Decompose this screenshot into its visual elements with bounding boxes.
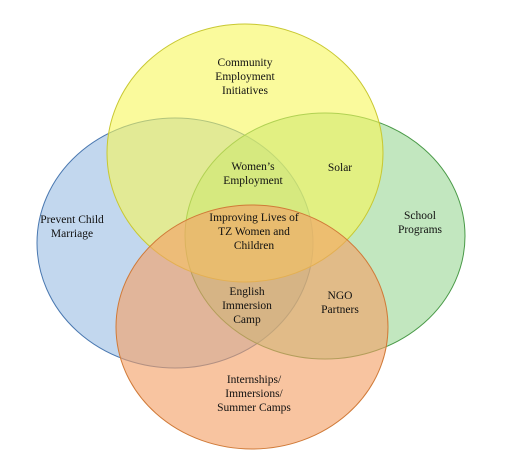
label-womens-employment: Women’s Employment (223, 160, 282, 188)
label-line: Camp (233, 314, 261, 326)
label-english-immersion: English Immersion Camp (222, 285, 272, 327)
label-line: Initiatives (221, 85, 268, 97)
label-line: Solar (327, 162, 353, 174)
circle-bottom (115, 204, 389, 450)
label-line: Programs (397, 224, 443, 236)
label-line: TZ Women and (218, 226, 290, 238)
label-internships: Internships/ Immersions/ Summer Camps (217, 373, 291, 415)
label-line: Summer Camps (217, 402, 291, 414)
label-solar: Solar (328, 161, 352, 175)
label-line: NGO (327, 290, 353, 302)
label-line: Prevent Child (40, 214, 104, 226)
label-prevent-child-marriage: Prevent Child Marriage (40, 213, 104, 241)
label-line: Partners (321, 304, 359, 316)
label-line: Employment (223, 175, 283, 187)
label-line: English (229, 286, 265, 298)
label-line: Improving Lives of (209, 212, 299, 224)
label-line: Employment (215, 71, 275, 83)
label-school-programs: School Programs (398, 209, 442, 237)
label-center: Improving Lives of TZ Women and Children (209, 211, 298, 253)
label-line: Immersions/ (225, 388, 283, 400)
label-ngo-partners: NGO Partners (321, 289, 359, 317)
label-line: Community (217, 57, 273, 69)
label-line: Marriage (50, 228, 94, 240)
label-line: Women’s (231, 161, 275, 173)
label-line: School (404, 210, 436, 222)
label-line: Children (233, 240, 275, 252)
label-line: Immersion (222, 300, 272, 312)
label-community-employment: Community Employment Initiatives (215, 56, 274, 98)
label-line: Internships/ (226, 374, 282, 386)
